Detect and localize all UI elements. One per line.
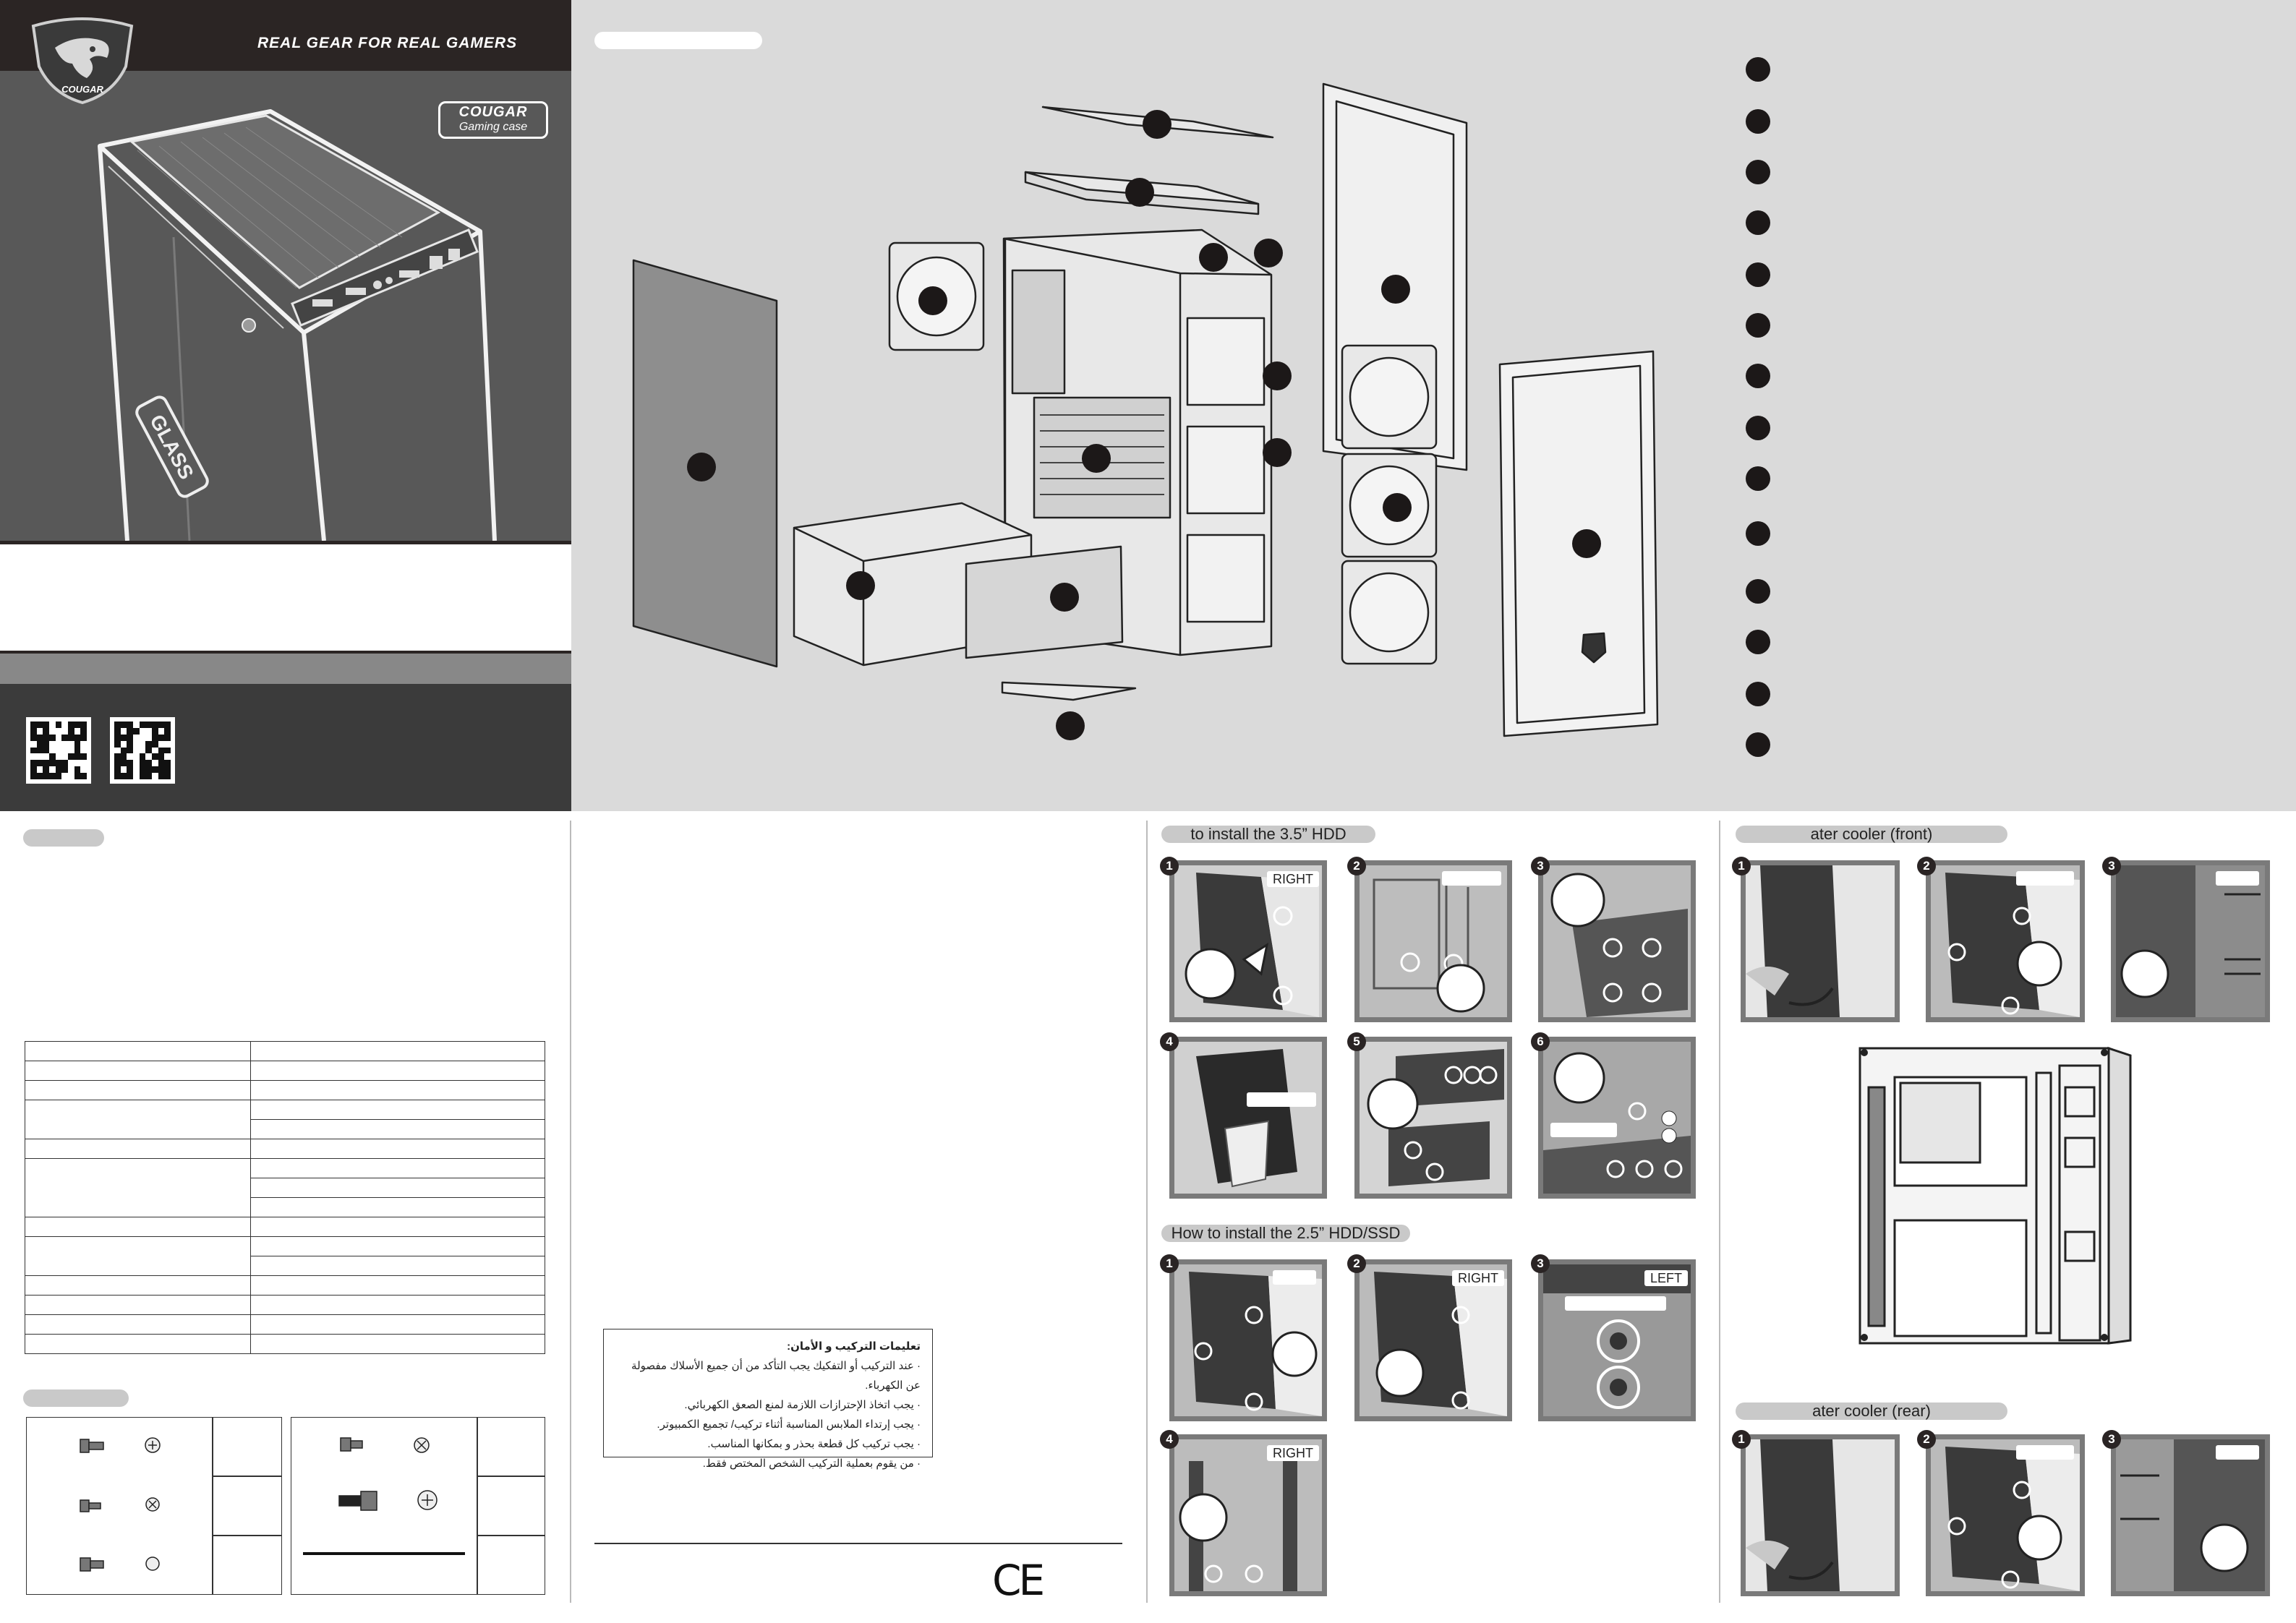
arabic-line-5: · من يقوم بعملية التركيب الشخص المختص فق… (702, 1457, 921, 1470)
badge-brand: COUGAR (458, 104, 528, 120)
column-divider-1 (570, 821, 571, 1603)
wc-front-step-2 (1926, 860, 2085, 1022)
arabic-line-2: · يجب اتخاذ الإحترازات اللازمة لمنع الصع… (684, 1399, 921, 1411)
hdd35-step-6 (1538, 1037, 1696, 1199)
hdd25-step-4-num: 4 (1160, 1430, 1179, 1449)
case-illustration: GLASS (98, 109, 497, 541)
hdd35-step-2-tag (1442, 871, 1501, 886)
wc-front-step-2-tag (2016, 871, 2074, 886)
gaming-case-badge: COUGAR Gaming case (438, 101, 548, 139)
hdd35-step-6-num: 6 (1531, 1032, 1550, 1051)
hdd35-step-3-num: 3 (1531, 857, 1550, 875)
qr-code-1[interactable] (26, 717, 91, 784)
wc-rear-step-3-tag (2216, 1445, 2259, 1460)
accessories-title-pill (23, 1389, 129, 1407)
hdd25-step-4-tag: RIGHT (1267, 1445, 1319, 1461)
cover-tagline: REAL GEAR FOR REAL GAMERS (257, 35, 518, 51)
wc-front-step-3-num: 3 (2102, 857, 2121, 875)
badge-subtitle: Gaming case (458, 121, 528, 133)
cover-footer (0, 684, 571, 811)
hdd35-title: to install the 3.5” HDD (1161, 826, 1375, 843)
wc-front-step-3-tag (2216, 871, 2259, 886)
cougar-logo-icon (31, 17, 134, 105)
exploded-title-pill (594, 32, 762, 49)
cover-info-area (0, 541, 571, 651)
part-markers (687, 110, 1601, 740)
hdd25-step-1 (1169, 1259, 1327, 1421)
wc-rear-step-2 (1926, 1434, 2085, 1596)
hdd35-step-2-num: 2 (1347, 857, 1366, 875)
wc-rear-step-3 (2111, 1434, 2270, 1596)
hdd35-step-4-num: 4 (1160, 1032, 1179, 1051)
column-divider-3 (1719, 821, 1720, 1603)
wc-rear-title: ater cooler (rear) (1736, 1403, 2007, 1420)
hdd25-step-3-num: 3 (1531, 1254, 1550, 1273)
accessories-box-left (26, 1417, 282, 1595)
wc-rear-step-1 (1741, 1434, 1900, 1596)
arabic-heading: تعليمات التركيب و الأمان: (787, 1340, 921, 1353)
arabic-line-4: · يجب تركيب كل قطعة بحذر و بمكانها المنا… (707, 1438, 921, 1450)
footer-rule (594, 1543, 1122, 1544)
column-divider-2 (1146, 821, 1148, 1603)
hdd25-step-4: RIGHT (1169, 1434, 1327, 1596)
wc-front-step-1-num: 1 (1732, 857, 1751, 875)
ce-mark: CE (992, 1556, 1045, 1605)
cover-brand-text: COUGAR (61, 84, 103, 95)
spec-title-pill (23, 829, 104, 847)
hdd35-step-4-tag (1247, 1092, 1316, 1107)
hdd25-step-1-num: 1 (1160, 1254, 1179, 1273)
hdd35-step-5 (1354, 1037, 1512, 1199)
standoff-icons (338, 1437, 438, 1511)
qr-code-2[interactable] (110, 717, 175, 784)
wc-front-step-1 (1741, 860, 1900, 1022)
accessories-box-right (291, 1417, 545, 1595)
hdd25-step-3: LEFT (1538, 1259, 1696, 1421)
hdd25-title: How to install the 2.5” HDD/SSD (1161, 1225, 1410, 1242)
cover-strip (0, 651, 571, 684)
chassis-side-view (1858, 1046, 2132, 1345)
hdd25-step-3-tag: LEFT (1644, 1270, 1688, 1286)
arabic-line-1: · عند التركيب أو التفكيك يجب التأكد من أ… (631, 1360, 921, 1392)
hdd35-step-6-tag (1550, 1123, 1617, 1137)
legend-markers (1746, 57, 1770, 757)
screw-icons (80, 1437, 161, 1572)
hdd35-step-1: RIGHT (1169, 860, 1327, 1022)
wc-front-step-2-num: 2 (1917, 857, 1936, 875)
exploded-diagram (632, 57, 1770, 757)
wc-front-step-3 (2111, 860, 2270, 1022)
hdd35-step-3 (1538, 860, 1696, 1022)
hdd35-step-2 (1354, 860, 1512, 1022)
spec-table (25, 1041, 545, 1354)
wc-front-title: ater cooler (front) (1736, 826, 2007, 843)
hdd25-step-2-num: 2 (1347, 1254, 1366, 1273)
arabic-safety-notice: تعليمات التركيب و الأمان: · عند التركيب … (603, 1329, 933, 1470)
wc-rear-step-3-num: 3 (2102, 1430, 2121, 1449)
wc-rear-step-1-num: 1 (1732, 1430, 1751, 1449)
cable-tie-line (303, 1552, 465, 1555)
hdd25-step-2-tag: RIGHT (1452, 1270, 1504, 1286)
arabic-line-3: · يجب إرتداء الملابس المناسبة أثناء تركي… (657, 1418, 921, 1431)
hdd35-step-1-num: 1 (1160, 857, 1179, 875)
hdd35-step-1-tag: RIGHT (1267, 871, 1319, 887)
wc-rear-step-2-tag (2016, 1445, 2074, 1460)
cover-panel: COUGAR REAL GEAR FOR REAL GAMERS COUGAR … (0, 0, 571, 811)
hdd35-step-4 (1169, 1037, 1327, 1199)
wc-rear-step-2-num: 2 (1917, 1430, 1936, 1449)
hdd25-step-2: RIGHT (1354, 1259, 1512, 1421)
hdd35-step-5-num: 5 (1347, 1032, 1366, 1051)
hdd25-step-1-tag (1273, 1270, 1316, 1285)
hdd25-step-3-note (1565, 1296, 1666, 1311)
